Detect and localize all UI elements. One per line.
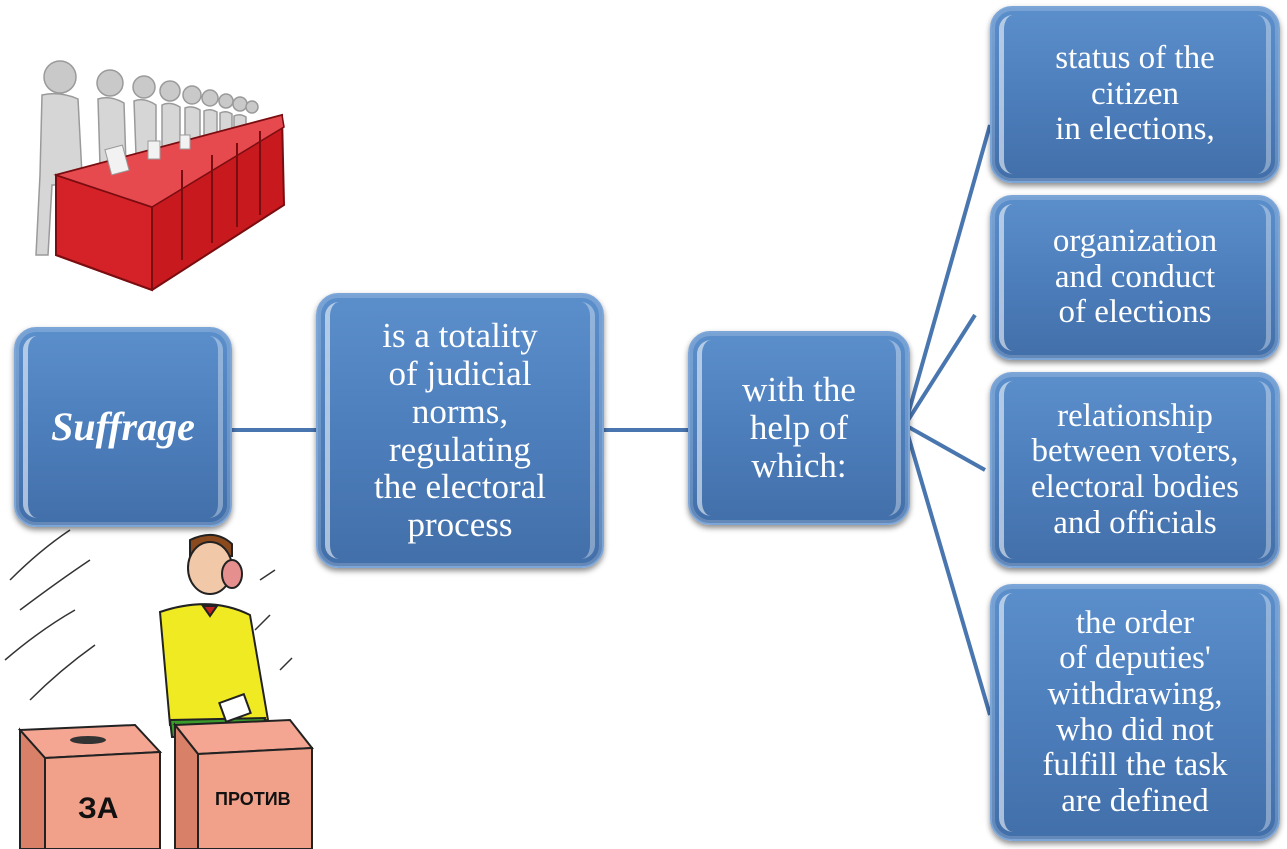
line-connector-branch-3: [904, 423, 986, 472]
ballot-papers: [104, 134, 191, 176]
voters-row-illustration: [35, 60, 286, 292]
branch-node-label: organization and conduct of elections: [1052, 223, 1218, 331]
branch-node-1: status of the citizen in elections,: [990, 6, 1280, 183]
definition-node: is a totality of judicial norms, regulat…: [316, 293, 604, 568]
figure-heads: [43, 60, 259, 114]
branch-node-label: status of the citizen in elections,: [1055, 40, 1215, 148]
red-ballot-boxes: [53, 113, 286, 292]
root-node-label: Suffrage: [51, 404, 195, 450]
branch-node-3: relationship between voters, electoral b…: [990, 372, 1280, 568]
ballot-box-against-label: ПРОТИВ: [215, 789, 291, 809]
branch-node-label: the order of deputies' withdrawing, who …: [1042, 604, 1228, 819]
line-connector-branch-2: [903, 313, 977, 427]
definition-node-label: is a totality of judicial norms, regulat…: [374, 316, 546, 545]
branch-node-label: relationship between voters, electoral b…: [1031, 397, 1239, 541]
root-node-suffrage: Suffrage: [14, 327, 232, 527]
ballot-box-for-label: ЗА: [78, 792, 118, 825]
hatching-strokes: [4, 529, 293, 701]
ballot-box-against: ПРОТИВ: [172, 718, 314, 849]
ballot-box-for: ЗА: [17, 723, 163, 849]
branch-node-2: organization and conduct of elections: [990, 195, 1280, 360]
branch-node-4: the order of deputies' withdrawing, who …: [990, 584, 1280, 841]
connector-node-label: with the help of which:: [742, 370, 856, 485]
voter-cartoon-illustration: ЗА ПРОТИВ: [4, 529, 314, 849]
line-connector-branch-4: [903, 424, 992, 716]
line-connector-branch-1: [903, 124, 992, 426]
connector-node: with the help of which:: [688, 331, 910, 525]
voter-figure: [158, 533, 270, 739]
